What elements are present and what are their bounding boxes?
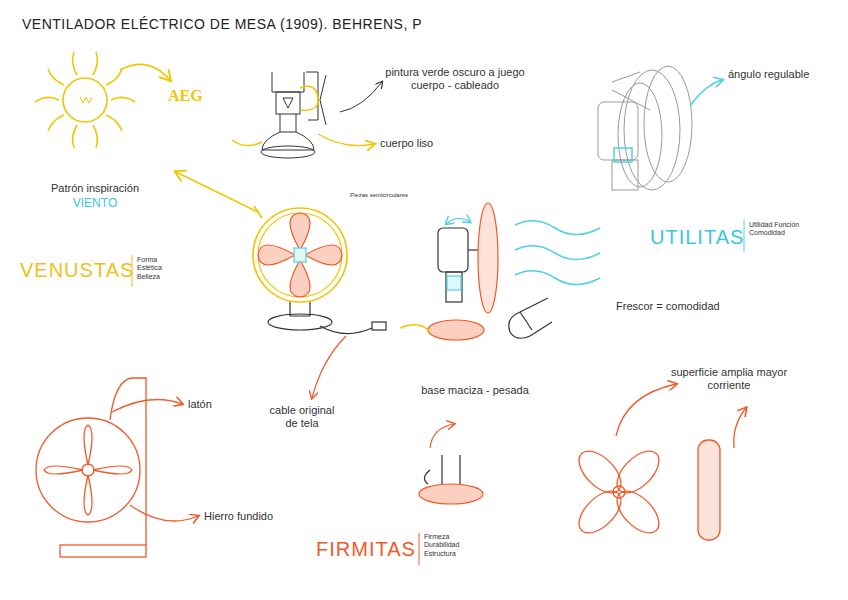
sun-symbol (35, 52, 262, 218)
annotation: base maciza - pesada (420, 384, 530, 397)
annotation: superficie amplia mayor corriente (664, 366, 794, 392)
fan-side-view (400, 203, 600, 340)
brand-name: AEG (168, 86, 203, 105)
blades-sketch (572, 384, 746, 540)
annotation: Piezas semicirculares (350, 192, 408, 199)
category-title: VENUSTAS (20, 258, 134, 282)
material-label: Hierro fundido (204, 510, 273, 523)
annotation: cable original de tela (262, 404, 342, 430)
category-terms: Firmeza Durabilidad Estructura (424, 533, 479, 558)
annotation: Patrón inspiración (40, 182, 150, 195)
category-title: UTILITAS (650, 225, 744, 249)
annotation: VIENTO (40, 196, 150, 210)
bracket-line (419, 533, 420, 565)
fan-front-view (253, 208, 386, 398)
adjustable-fan-sketch (598, 66, 722, 190)
base-sketch (419, 424, 483, 504)
category-terms: Forma Estética Belleza (137, 256, 182, 281)
page-title: VENTILADOR ELÉCTRICO DE MESA (1909). BEH… (22, 16, 422, 33)
annotation: ángulo regulable (728, 68, 809, 81)
annotation: cuerpo liso (380, 137, 433, 150)
category-title: FIRMITAS (316, 537, 416, 561)
fan-body-sketch (232, 72, 382, 158)
fan-materials-sketch (36, 378, 198, 557)
category-terms: Utilidad Función Comodidad (749, 221, 804, 238)
annotation: pintura verde oscuro a juego cuerpo - ca… (380, 66, 530, 92)
annotation: Frescor = comodidad (616, 300, 720, 313)
material-label: latón (188, 398, 212, 411)
